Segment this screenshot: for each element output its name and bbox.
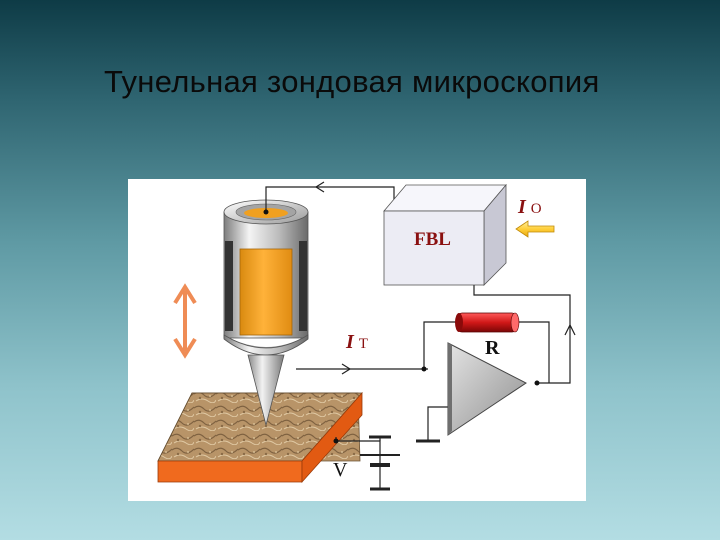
wire-fbl-to-output [473,283,571,384]
fbl-label: FBL [414,229,451,250]
wire-arrow-up [564,323,576,336]
sample-base-front [157,460,303,483]
circuit-wires [265,181,576,491]
sample [157,391,363,484]
fbl-box [383,183,507,286]
wire-arrow-left [314,181,325,193]
resistor [455,312,520,333]
scanner-slot-left [225,241,233,331]
wire-feedback-left [423,321,458,369]
amplifier [447,342,527,436]
wire-arrow-right [341,363,352,375]
wire-feedback-right [517,321,550,383]
stm-diagram-svg: R FBL IO IT V [157,181,576,491]
probe-tip [247,354,285,426]
wire-amp-ground [427,406,448,441]
voltage-label: V [333,459,348,481]
setpoint-input-arrow-icon [515,220,555,238]
vertical-motion-arrow-icon [173,283,197,359]
resistor-label: R [485,337,500,359]
piezo-scanner [223,199,309,426]
slide-title: Тунельная зондовая микроскопия [104,64,600,99]
scanner-slot-right [299,241,307,331]
piezo-element [239,248,293,336]
fbl-box-front [383,210,485,286]
sample-base-side [301,391,363,484]
